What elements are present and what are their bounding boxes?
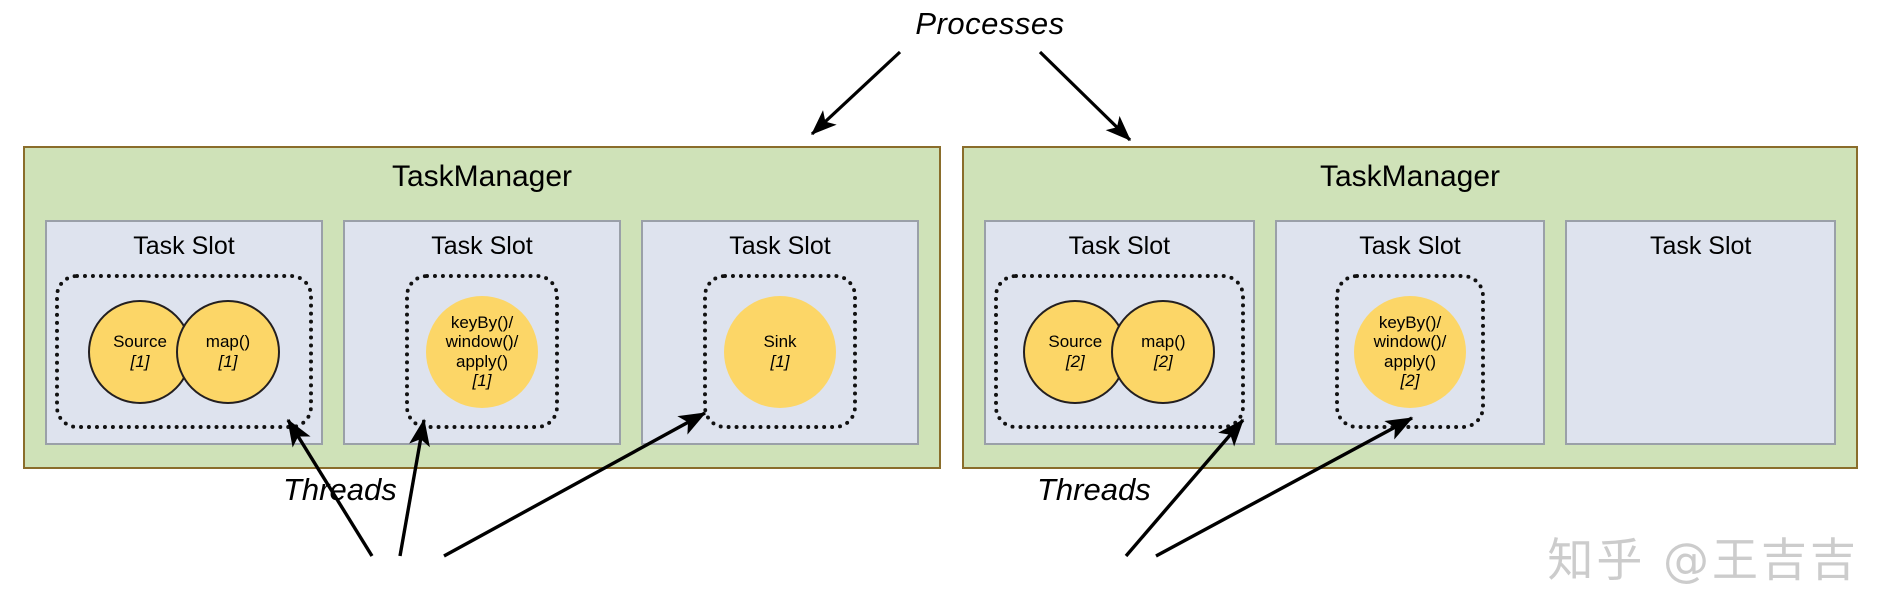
taskmanager-2-slot-row: Task Slot Source [2] map() [2] [984,220,1837,445]
task-slot-1-2-title: Task Slot [431,232,533,260]
thread-boundary-2-2: keyBy()/ window()/ apply() [2] [1335,274,1485,429]
taskmanager-1-slot-row: Task Slot Source [1] map() [1] [45,220,919,445]
watermark: 知乎 @王吉吉 [1547,533,1859,587]
operator-sink-1-subtask: [1] [770,351,790,371]
operator-map-1-subtask: [1] [218,351,238,371]
operator-map-2-label: map() [1141,332,1186,352]
operator-source-1[interactable]: Source [1] [88,299,192,404]
operator-map-1-label: map() [205,332,251,352]
operator-map-2[interactable]: map() [2] [1111,299,1216,404]
task-slot-2-2[interactable]: Task Slot keyBy()/ window()/ apply() [2] [1274,220,1546,445]
task-slot-1-1-title: Task Slot [133,232,235,260]
task-slot-2-3[interactable]: Task Slot [1565,220,1837,445]
operator-window-1[interactable]: keyBy()/ window()/ apply() [1] [426,295,538,408]
task-slot-1-1[interactable]: Task Slot Source [1] map() [1] [45,220,323,445]
operator-chain-2-1: Source [2] map() [2] [1023,299,1216,404]
operator-map-1[interactable]: map() [1] [176,299,280,404]
threads-label-right: Threads [1037,472,1151,507]
thread-boundary-1-3: Sink [1] [703,274,857,429]
operator-chain-1-2: keyBy()/ window()/ apply() [1] [426,295,538,408]
operator-window-2-line-2: window()/ [1373,332,1447,352]
taskmanager-1-title: TaskManager [391,160,573,193]
operator-sink-1[interactable]: Sink [1] [724,295,836,408]
operator-source-2-label: Source [1048,332,1103,352]
operator-sink-1-label: Sink [763,332,797,352]
operator-source-2-subtask: [2] [1065,351,1085,371]
taskmanager-2: TaskManager Task Slot Source [2] map() [… [962,146,1858,469]
task-slot-2-3-title: Task Slot [1649,232,1752,260]
task-slot-2-1[interactable]: Task Slot Source [2] map() [2] [984,220,1255,445]
task-slot-1-2[interactable]: Task Slot keyBy()/ window()/ apply() [1] [343,220,621,445]
processes-label: Processes [915,6,1065,41]
operator-window-2-line-3: apply() [1384,351,1436,371]
operator-window-1-line-1: keyBy()/ [450,313,514,333]
operator-window-1-subtask: [1] [472,370,492,390]
thread-boundary-2-1: Source [2] map() [2] [994,274,1245,429]
taskmanager-1: TaskManager Task Slot Source [1] map() [… [23,146,941,469]
operator-chain-2-2: keyBy()/ window()/ apply() [2] [1354,295,1466,408]
task-slot-1-3-title: Task Slot [729,232,831,260]
operator-source-1-subtask: [1] [130,351,150,371]
operator-map-2-subtask: [2] [1153,351,1173,371]
taskmanager-2-title: TaskManager [1319,160,1501,193]
processes-arrows [810,50,1132,142]
operator-chain-1-3: Sink [1] [724,295,836,408]
thread-boundary-1-2: keyBy()/ window()/ apply() [1] [405,274,559,429]
threads-label-left: Threads [283,472,397,507]
operator-window-2-line-1: keyBy()/ [1378,313,1442,333]
operator-window-1-line-3: apply() [456,351,508,371]
task-slot-1-3[interactable]: Task Slot Sink [1] [641,220,919,445]
task-slot-2-2-title: Task Slot [1359,232,1461,260]
thread-boundary-1-1: Source [1] map() [1] [55,274,313,429]
operator-window-1-line-2: window()/ [445,332,519,352]
operator-window-2-subtask: [2] [1400,370,1420,390]
operator-source-1-label: Source [113,332,167,352]
task-slot-2-1-title: Task Slot [1068,232,1171,260]
operator-window-2[interactable]: keyBy()/ window()/ apply() [2] [1354,295,1466,408]
operator-chain-1-1: Source [1] map() [1] [88,299,280,404]
